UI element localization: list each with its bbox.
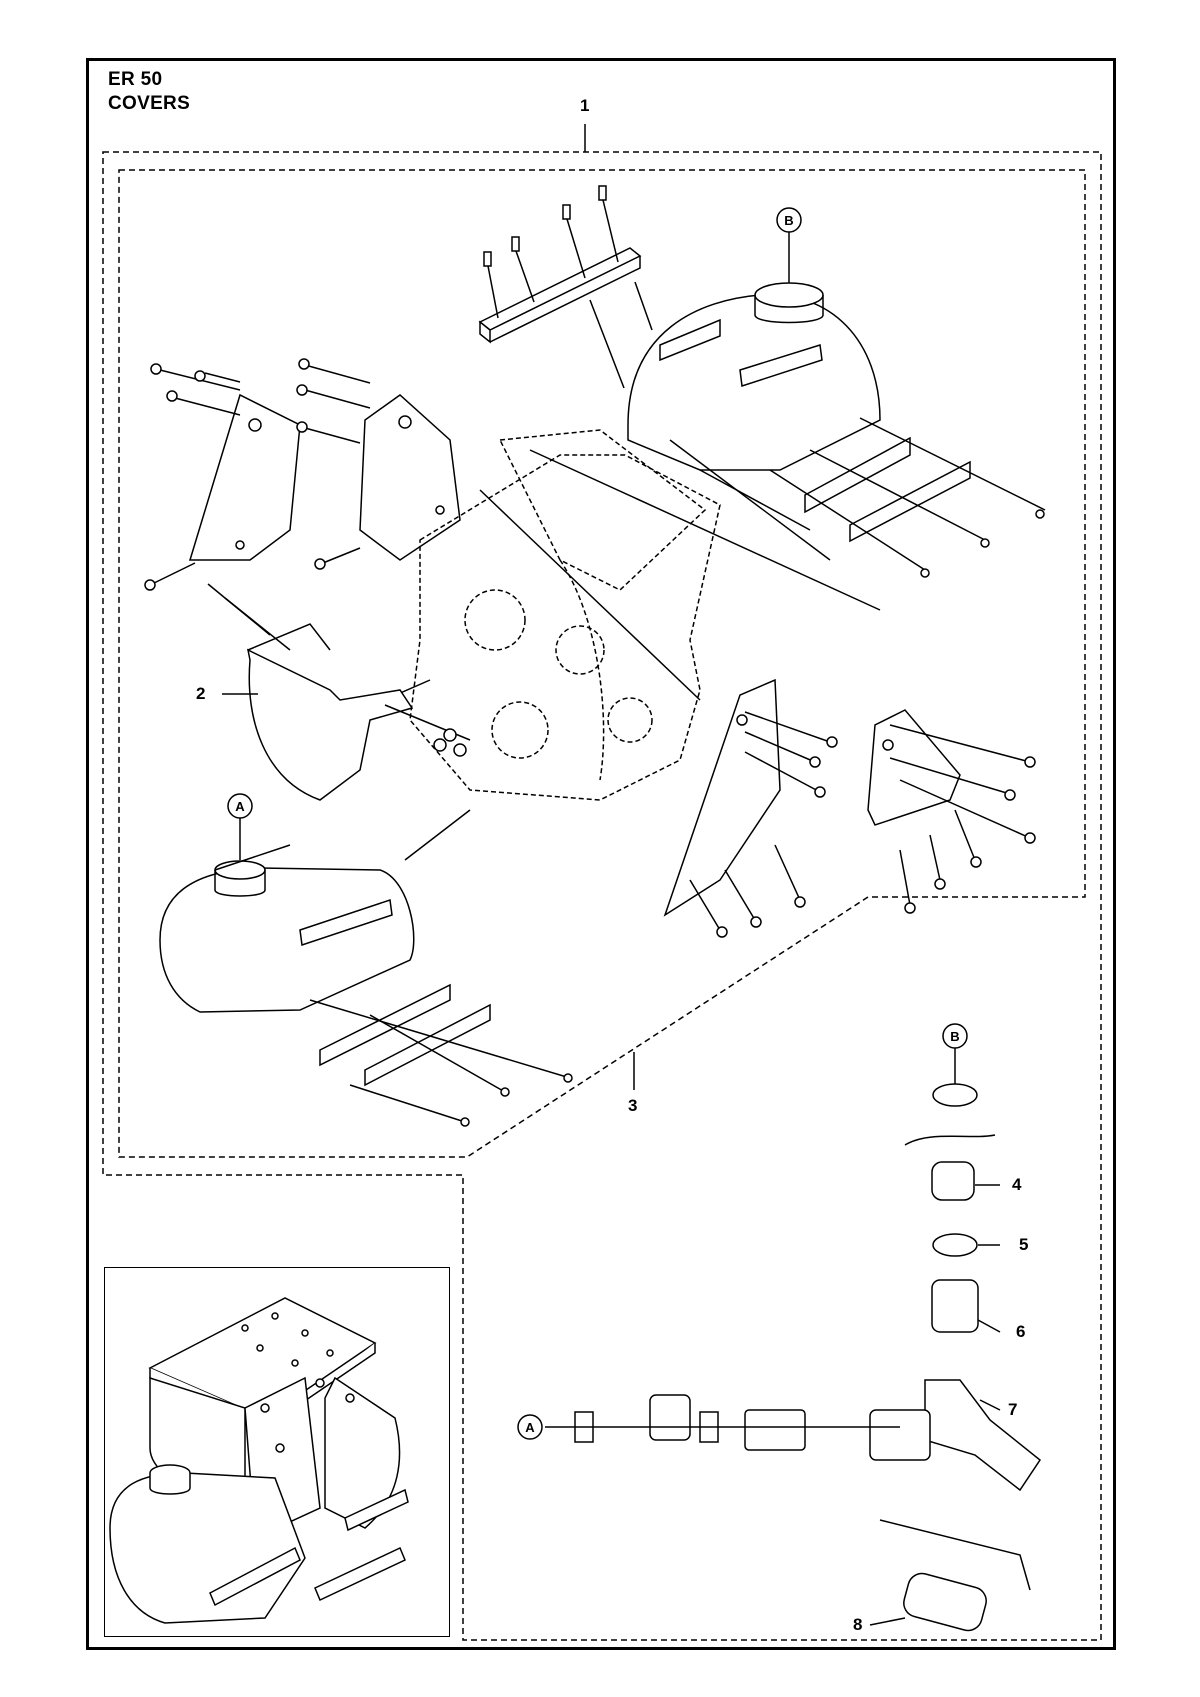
marker-b-hose-label: B [950, 1029, 959, 1044]
left-side-plate-1 [188, 393, 301, 561]
callout-2: 2 [196, 684, 206, 703]
top-right-cover [627, 232, 881, 561]
callout-6: 6 [1016, 1322, 1026, 1341]
inset-bottom-cover [109, 1472, 306, 1624]
inset-right-cover [324, 1376, 401, 1529]
left-bolt-set [144, 358, 371, 591]
callout-4: 4 [1012, 1175, 1022, 1194]
right-side-plate-1 [663, 678, 781, 917]
connector-marker-b-hose [942, 1023, 968, 1049]
model-title: ER 50 [108, 69, 163, 90]
callout-5: 5 [1019, 1235, 1029, 1254]
hose-assembly [545, 1048, 1042, 1632]
connector-marker-a-hose [517, 1414, 543, 1440]
callout-1: 1 [580, 96, 590, 115]
inset-bar-2 [314, 1546, 406, 1602]
top-bracket-bar [478, 185, 653, 389]
section-title: COVERS [108, 93, 191, 114]
marker-a-hose-label: A [525, 1420, 535, 1435]
bottom-left-bars [309, 983, 573, 1127]
cover-item-2 [207, 583, 414, 801]
inset-bar-3 [344, 1488, 409, 1532]
marker-b-top-label: B [784, 213, 793, 228]
bottom-left-cover [159, 818, 415, 1013]
cover-2-bolts [384, 704, 471, 757]
right-side-plate-2 [867, 709, 961, 826]
connector-marker-a-left [227, 793, 253, 819]
callout-7: 7 [1008, 1400, 1018, 1419]
top-right-bars [769, 417, 1046, 578]
bolt-set-top [483, 185, 653, 389]
assembly-boundary-inner [118, 169, 1086, 1158]
left-side-plate-2 [359, 394, 461, 561]
right-bolt-set [689, 711, 1036, 938]
assembled-view-inset [104, 1267, 450, 1637]
inset-bar-1 [209, 1546, 301, 1607]
assembled-view-drawing [109, 1297, 409, 1624]
assembly-boundary-outer [102, 151, 1102, 1641]
drawing-frame [86, 58, 1116, 1650]
connector-marker-b-top [776, 207, 802, 233]
callout-3: 3 [628, 1096, 638, 1115]
callout-8: 8 [853, 1615, 863, 1634]
marker-a-left-label: A [235, 799, 245, 814]
